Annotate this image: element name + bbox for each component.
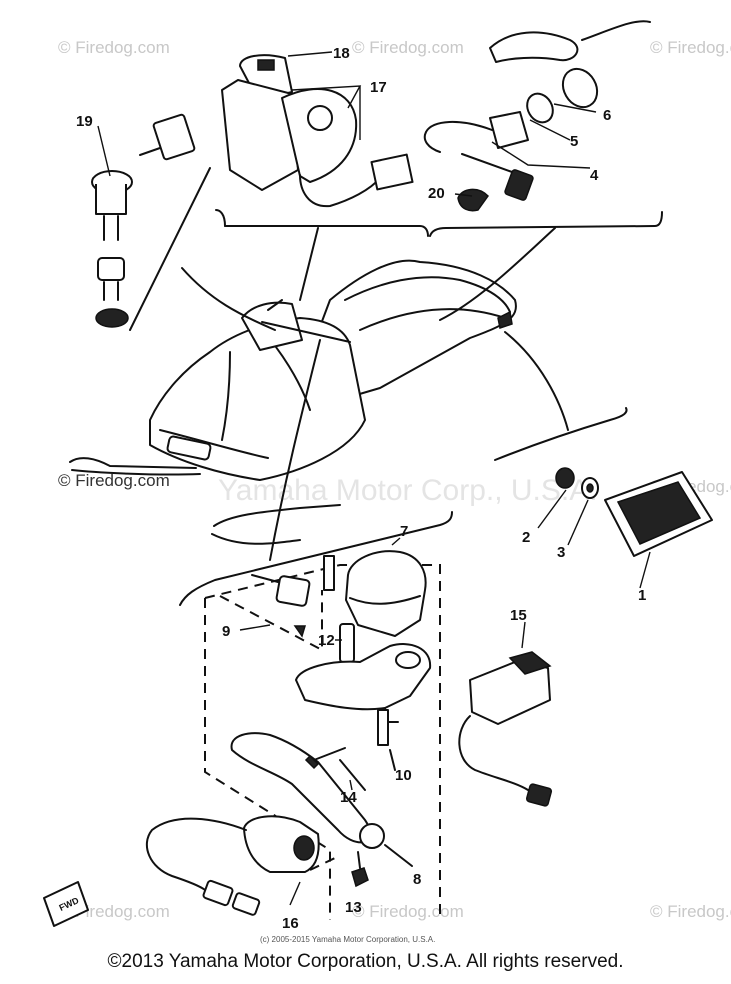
callout-7: 7 <box>400 523 408 540</box>
dashed-box-left <box>204 598 331 920</box>
part-8-lever <box>230 732 413 867</box>
callout-9: 9 <box>222 623 230 640</box>
dashed-13 <box>309 857 336 871</box>
fwd-tag: FWD <box>43 881 89 927</box>
callout-15: 15 <box>510 607 527 624</box>
watermark-bottom-center: © Firedog.com <box>352 902 464 921</box>
part-throttle-base <box>295 643 432 723</box>
leader-throttle <box>269 339 321 561</box>
callout-17: 17 <box>370 79 387 96</box>
callout-6: 6 <box>603 107 611 124</box>
part-3-washer <box>581 477 599 499</box>
callout-leaders <box>97 51 651 906</box>
bracket-7 <box>179 511 453 606</box>
callout-1: 1 <box>638 587 646 604</box>
callout-12: 12 <box>318 632 335 649</box>
part-13-nut <box>351 851 369 888</box>
callout-20: 20 <box>428 185 445 202</box>
callout-5: 5 <box>570 133 578 150</box>
watermark-mid-left: © Firedog.com <box>58 471 170 490</box>
footer-copyright: ©2013 Yamaha Motor Corporation, U.S.A. A… <box>107 951 624 972</box>
callout-16: 16 <box>282 915 299 932</box>
dashed-box-9 <box>219 590 323 652</box>
part-1-reflector <box>604 471 713 557</box>
part-19-ignition-switch <box>91 113 196 328</box>
callout-14: 14 <box>340 789 357 806</box>
watermark-top-center: © Firedog.com <box>352 38 464 57</box>
bracket-17-left <box>215 209 226 227</box>
callout-8: 8 <box>413 871 421 888</box>
part-7-throttle-cover <box>345 550 427 637</box>
watermark-top-left: © Firedog.com <box>58 38 170 57</box>
callout-10: 10 <box>395 767 412 784</box>
part-16-throttle-switch <box>145 815 320 916</box>
callout-4: 4 <box>590 167 599 184</box>
leader-handlebar <box>299 227 319 301</box>
callout-3: 3 <box>557 544 565 561</box>
watermark-overlay: Yamaha Motor Corp., U.S.A. <box>218 474 598 507</box>
part-10-bolt <box>377 709 396 771</box>
part-15-control-unit <box>458 651 553 807</box>
bracket-4 <box>429 211 663 237</box>
watermark-top-right: © Firedog.com <box>650 38 731 57</box>
leader-19 <box>129 167 211 331</box>
part-9-guide <box>251 574 311 638</box>
callout-18: 18 <box>333 45 350 62</box>
watermark-bottom-right: © Firedog.com <box>650 902 731 921</box>
leader-19b <box>181 267 276 331</box>
callout-2: 2 <box>522 529 530 546</box>
callout-13: 13 <box>345 899 362 916</box>
leader-rear <box>439 227 556 321</box>
inner-copyright: (c) 2005-2015 Yamaha Motor Corporation, … <box>260 935 435 944</box>
part-14-screw <box>304 747 366 791</box>
callout-19: 19 <box>76 113 93 130</box>
bracket-reflector <box>494 407 628 461</box>
part-4-cable-assembly <box>423 20 651 212</box>
snowmobile-body <box>69 259 517 545</box>
part-2-nut <box>555 467 575 489</box>
leader-tail <box>504 331 569 431</box>
part-17-switch-assembly <box>221 54 414 208</box>
bracket-17 <box>224 225 429 237</box>
